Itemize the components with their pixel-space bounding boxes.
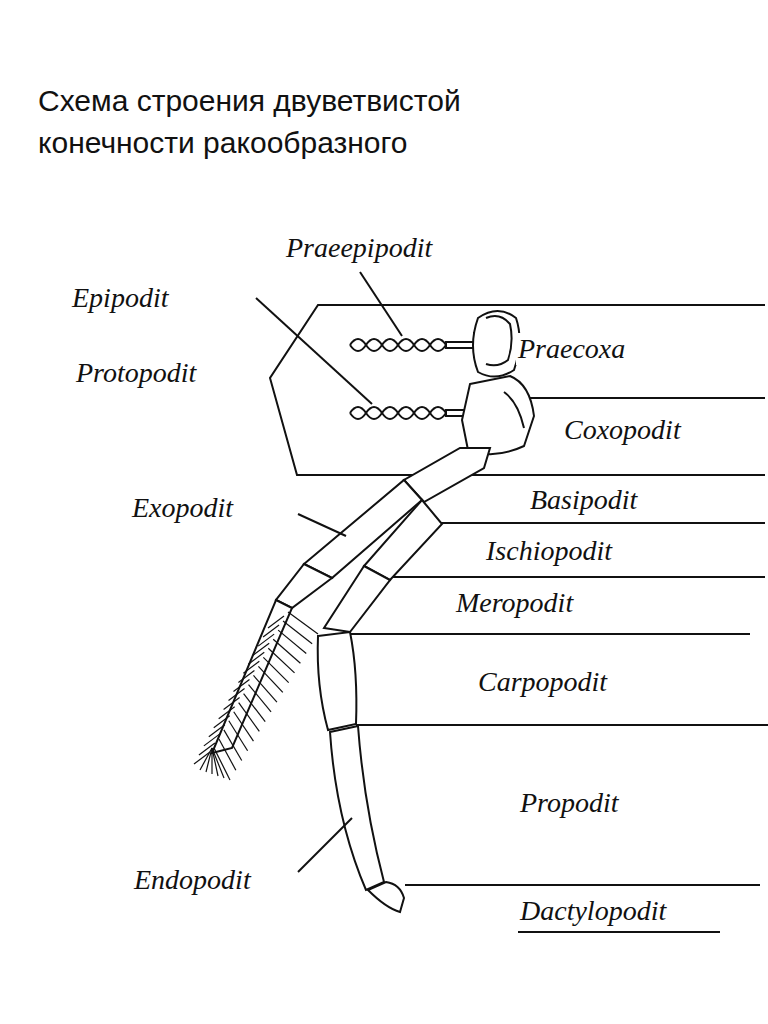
epipodit-gill — [350, 407, 470, 419]
part-label: Dactylopodit — [518, 895, 668, 927]
part-label: Protopodit — [74, 357, 198, 389]
coxopodit-segment — [462, 376, 534, 454]
propodit-segment — [330, 726, 384, 890]
leader-line — [298, 818, 352, 872]
underline — [518, 931, 720, 933]
part-label: Endopodit — [132, 864, 253, 896]
exopodit-setae — [194, 612, 318, 780]
level-line — [440, 522, 765, 524]
part-label: Ischiopodit — [484, 535, 614, 567]
part-label: Praeepipodit — [284, 232, 434, 264]
part-label: Coxopodit — [562, 414, 683, 446]
praeepipodit-gill — [350, 333, 480, 357]
level-line — [356, 724, 768, 726]
part-label: Epipodit — [70, 282, 170, 314]
part-label: Praecoxa — [516, 333, 627, 365]
level-line — [522, 397, 765, 399]
part-label: Basipodit — [528, 484, 639, 516]
coxopodit-inner — [504, 392, 524, 428]
protopodit-bracket — [270, 305, 765, 475]
carpopodit-segment — [318, 632, 357, 730]
exopodit-segment — [276, 564, 332, 608]
level-line — [345, 633, 750, 635]
part-label: Carpopodit — [476, 666, 609, 698]
level-line — [405, 884, 760, 886]
part-label: Propodit — [518, 787, 621, 819]
leader-line — [298, 514, 346, 536]
meropodit-segment — [324, 566, 390, 632]
ischiopodit-segment — [364, 500, 442, 580]
praecoxa-segment — [473, 311, 520, 377]
leader-line — [360, 272, 402, 336]
diagram-title: Схема строения двуветвистой конечности р… — [38, 80, 558, 164]
dactylopodit-segment — [368, 882, 404, 912]
part-label: Meropodit — [454, 587, 575, 619]
level-line — [392, 576, 765, 578]
praecoxa-inner — [486, 316, 512, 365]
part-label: Exopodit — [130, 492, 235, 524]
leader-line — [256, 298, 372, 404]
